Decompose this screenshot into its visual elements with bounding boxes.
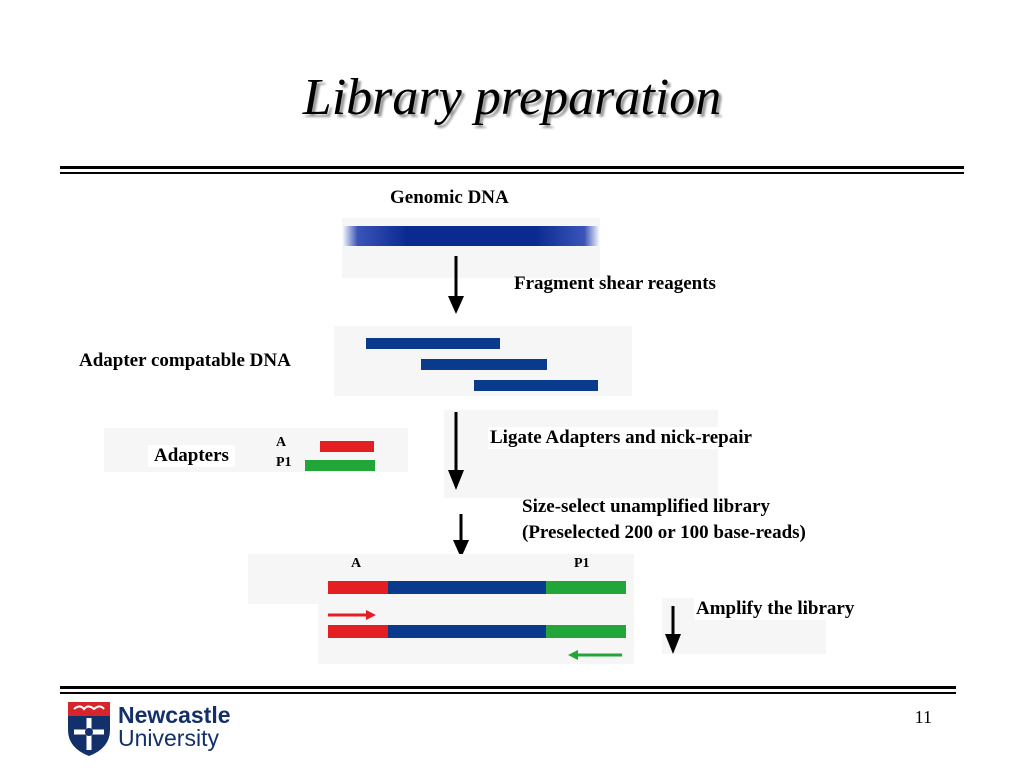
crest-icon (68, 702, 110, 756)
adapter-p1-label: P1 (276, 455, 292, 470)
page-number: 11 (914, 707, 932, 727)
genomic-dna-label: Genomic DNA (390, 187, 509, 208)
down-arrow-icon (453, 514, 469, 558)
product-a-label: A (351, 556, 362, 571)
adapter-p1-strand (305, 460, 375, 471)
fragment-shear-label: Fragment shear reagents (514, 273, 716, 294)
top-rule-secondary (60, 172, 964, 174)
amplify-label: Amplify the library (694, 598, 857, 620)
dna-fragment (474, 380, 598, 391)
adapter-a-strand (320, 441, 374, 452)
adapter-compatible-dna-label: Adapter compatable DNA (79, 350, 291, 371)
top-rule (60, 166, 964, 169)
down-arrow-icon (665, 606, 681, 654)
logo-line1: Newcastle (118, 702, 231, 728)
adapters-label: Adapters (148, 445, 235, 467)
forward-primer-arrow-icon (328, 610, 376, 620)
product-p1-label: P1 (574, 556, 590, 571)
product-a-segment (328, 625, 388, 638)
bottom-rule-secondary (60, 692, 956, 694)
product-dna-segment (388, 625, 546, 638)
dna-fragment (421, 359, 547, 370)
product-p1-segment (546, 581, 626, 594)
reverse-primer-arrow-icon (568, 650, 622, 660)
slide-title: Library preparation (302, 69, 722, 126)
genomic-dna-strand (342, 226, 600, 246)
product-a-segment (328, 581, 388, 594)
dna-fragment (366, 338, 500, 349)
bottom-rule (60, 686, 956, 689)
adapter-a-label: A (276, 435, 287, 450)
size-select-label-line1: Size-select unamplified library (522, 496, 771, 517)
down-arrow-icon (448, 412, 464, 490)
ligate-panel (444, 410, 718, 498)
library-panel (248, 554, 634, 604)
ligate-label: Ligate Adapters and nick-repair (488, 427, 754, 449)
university-logo: Newcastle University (66, 700, 236, 758)
size-select-label-line2: (Preselected 200 or 100 base-reads) (522, 522, 806, 543)
product-p1-segment (546, 625, 626, 638)
down-arrow-icon (448, 256, 464, 314)
product-dna-segment (388, 581, 546, 594)
logo-line2: University (118, 725, 219, 751)
